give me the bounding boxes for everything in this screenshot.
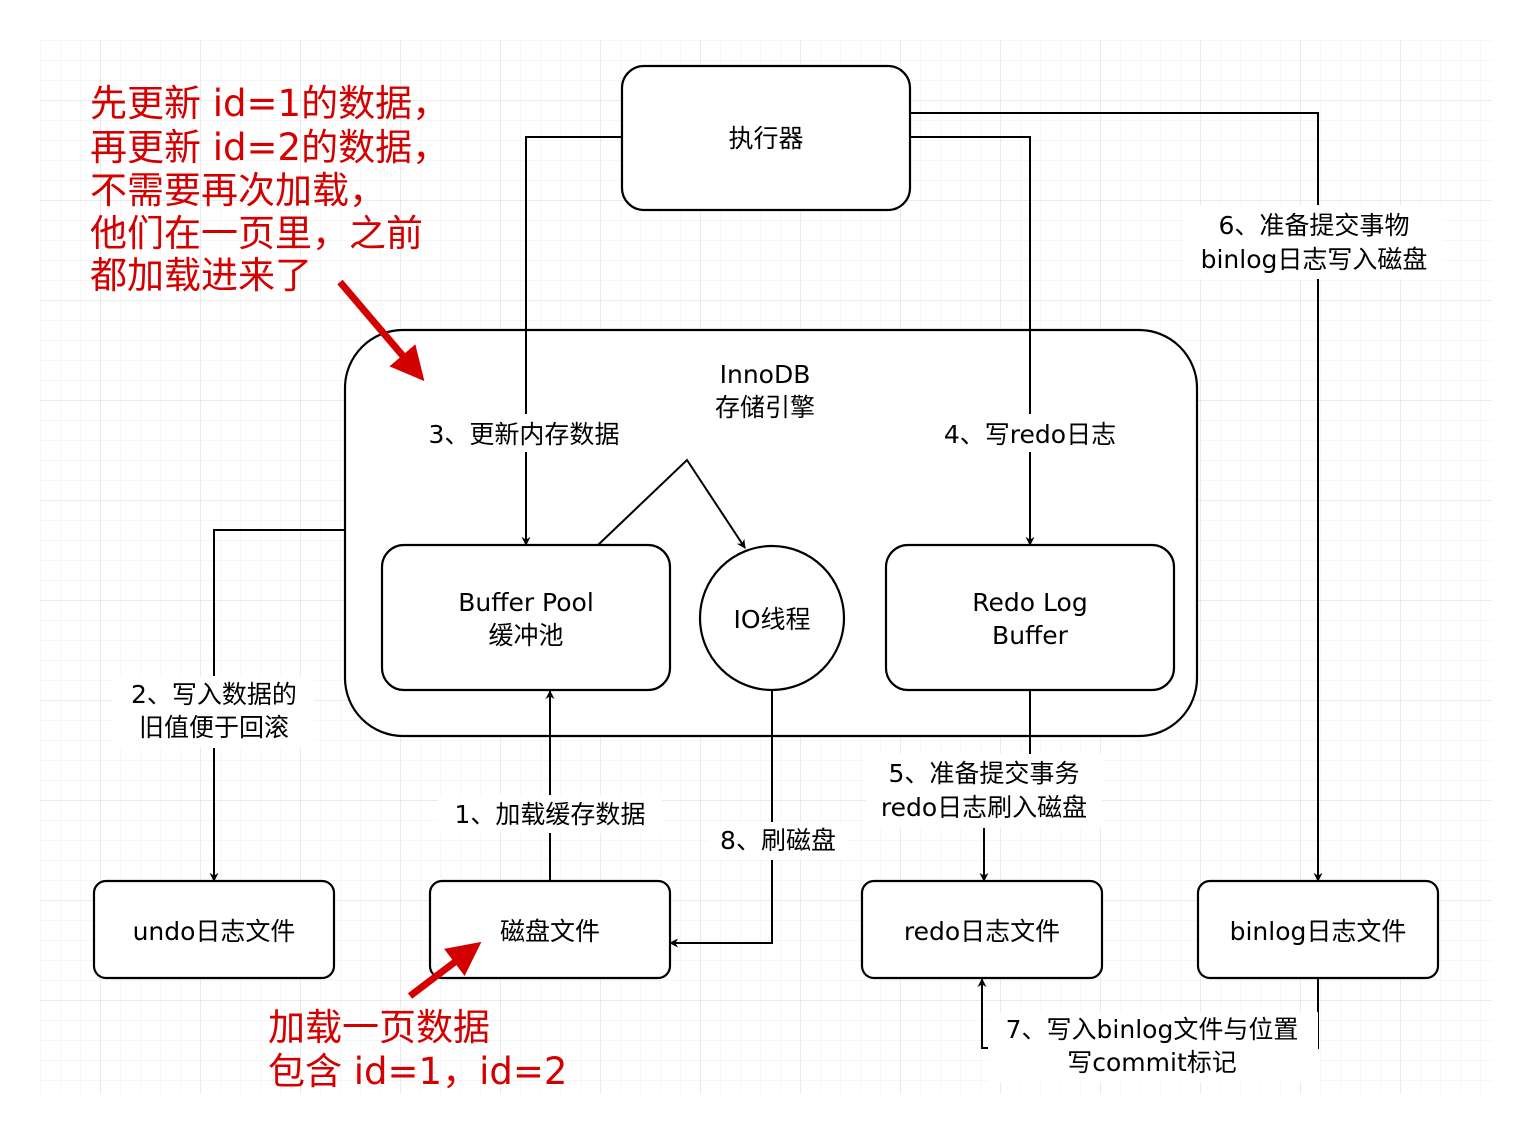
redo-log-buffer-node xyxy=(884,543,1176,692)
annotation-top-line1: 先更新 id=1的数据， xyxy=(90,82,449,125)
edge-step3 xyxy=(521,136,622,546)
edge-step4 xyxy=(910,136,1035,546)
redo-file-node xyxy=(860,879,1104,980)
buffer-pool-title: Buffer Pool xyxy=(458,588,594,617)
undo-file-label: undo日志文件 xyxy=(133,917,296,946)
buffer-pool-node xyxy=(380,543,672,692)
annotation-top: 先更新 id=1的数据， 再更新 id=2的数据， 不需要再次加载， 他们在一页… xyxy=(90,82,449,297)
annotation-bottom-arrow xyxy=(407,941,482,999)
annotation-bottom: 加载一页数据 包含 id=1，id=2 xyxy=(268,1006,567,1093)
disk-file-label: 磁盘文件 xyxy=(500,917,600,946)
annotation-top-line5: 都加载进来了 xyxy=(90,254,312,297)
step5-label-line1: 5、准备提交事务 xyxy=(889,759,1080,788)
redo-log-buffer-line2: Buffer xyxy=(992,621,1069,650)
redo-file-label: redo日志文件 xyxy=(904,917,1060,946)
buffer-pool-subtitle: 缓冲池 xyxy=(488,621,563,650)
innodb-subtitle: 存储引擎 xyxy=(715,393,815,422)
step6-label-line2: binlog日志写入磁盘 xyxy=(1201,245,1428,274)
step4-label: 4、写redo日志 xyxy=(944,420,1116,449)
step6-label-line1: 6、准备提交事物 xyxy=(1219,211,1410,240)
step7-label-line2: 写commit标记 xyxy=(1067,1048,1237,1077)
edge-step6 xyxy=(910,112,1323,882)
executor-label: 执行器 xyxy=(728,124,803,153)
binlog-file-label: binlog日志文件 xyxy=(1230,917,1407,946)
binlog-file-node xyxy=(1196,879,1440,980)
undo-file-node xyxy=(92,879,336,980)
io-thread-node xyxy=(698,544,846,692)
annotation-bottom-line1: 加载一页数据 xyxy=(268,1006,490,1049)
step8-label: 8、刷磁盘 xyxy=(720,826,836,855)
edge-step2 xyxy=(209,529,345,882)
innodb-title: InnoDB xyxy=(720,360,811,389)
annotation-top-line4: 他们在一页里，之前 xyxy=(90,212,423,255)
edge-step8 xyxy=(669,690,773,948)
step1-label: 1、加载缓存数据 xyxy=(455,800,646,829)
annotation-bottom-line2: 包含 id=1，id=2 xyxy=(268,1050,567,1093)
edge-bufferpool-to-io xyxy=(597,458,746,549)
redo-log-buffer-line1: Redo Log xyxy=(972,588,1087,617)
annotation-top-line3: 不需要再次加载， xyxy=(90,169,386,212)
step2-label-line1: 2、写入数据的 xyxy=(131,680,297,709)
step2-label-line2: 旧值便于回滚 xyxy=(139,713,289,742)
annotation-top-line2: 再更新 id=2的数据， xyxy=(90,126,449,169)
io-thread-label: IO线程 xyxy=(733,605,810,634)
executor-node xyxy=(620,64,912,212)
disk-file-node xyxy=(428,879,672,980)
step7-label-line1: 7、写入binlog文件与位置 xyxy=(1006,1015,1299,1044)
annotation-top-arrow xyxy=(337,279,425,382)
step3-label: 3、更新内存数据 xyxy=(429,420,620,449)
step5-label-line2: redo日志刷入磁盘 xyxy=(881,793,1087,822)
